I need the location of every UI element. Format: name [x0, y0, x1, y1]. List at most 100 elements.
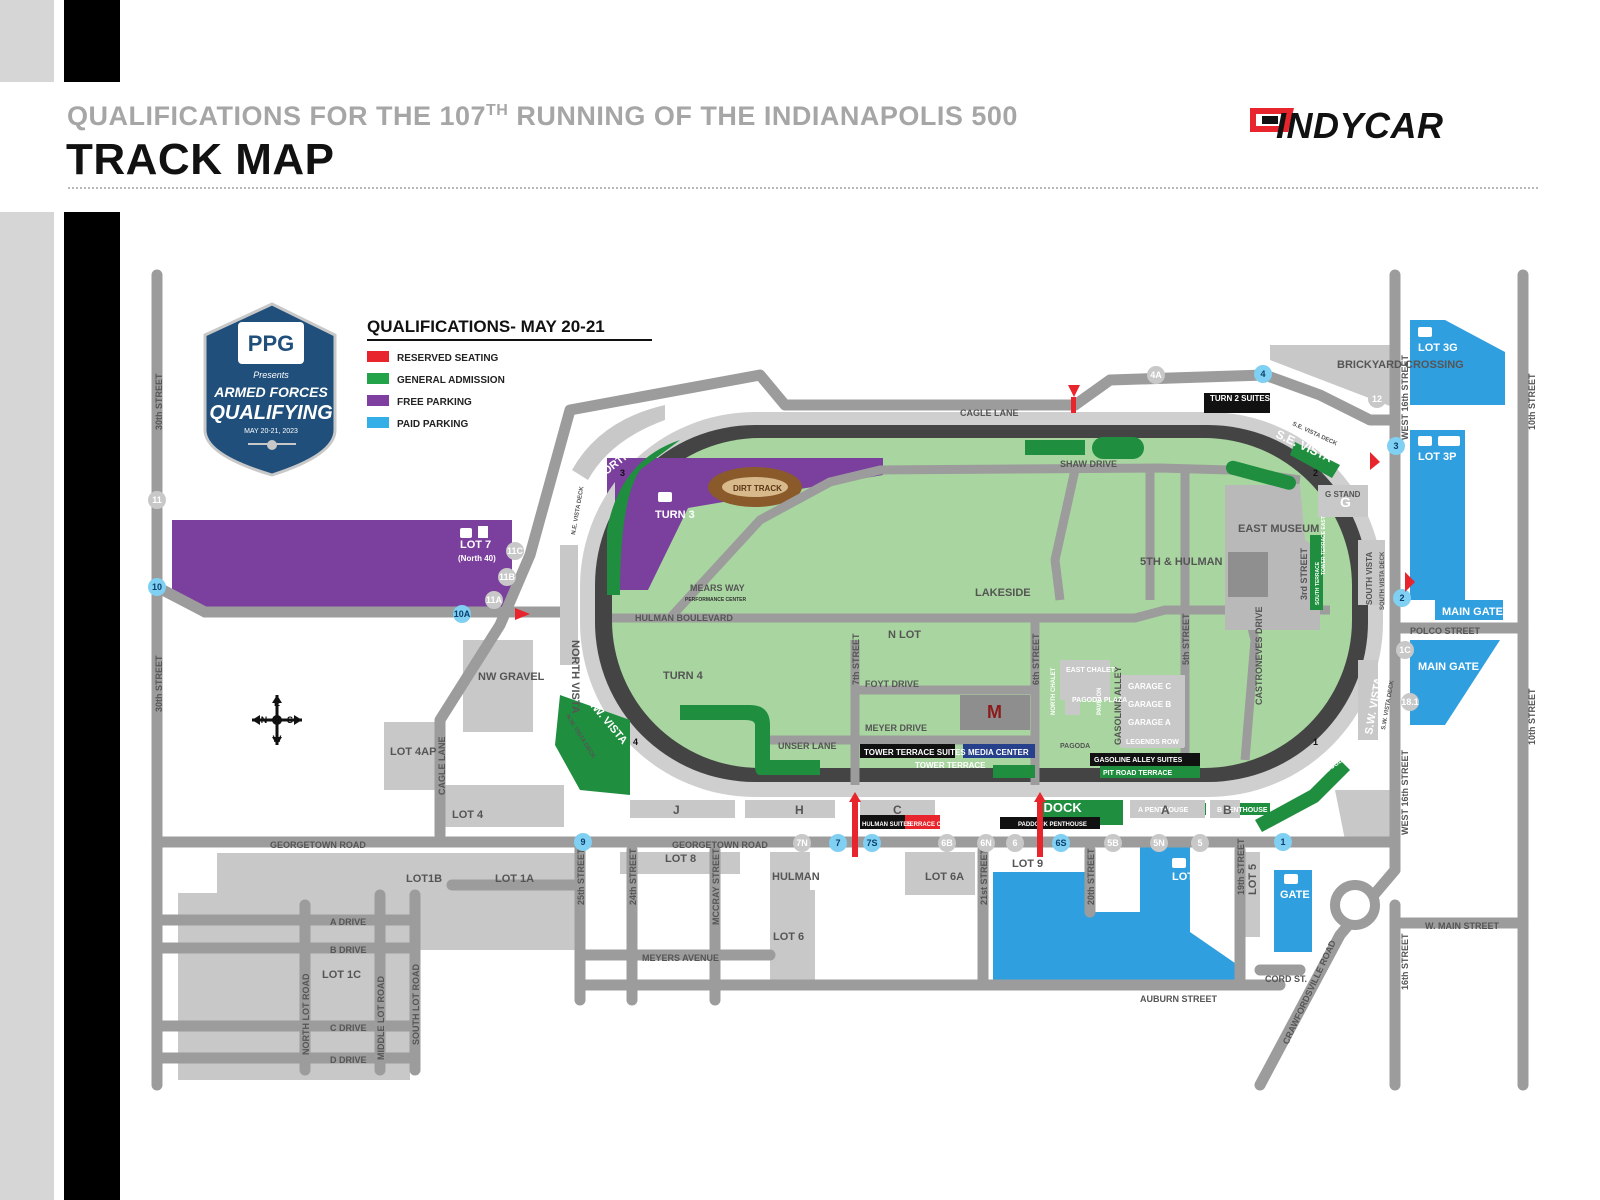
stand-j-label: J [673, 803, 680, 817]
suite-boxes [860, 393, 1270, 829]
north-lot-road-label: NORTH LOT ROAD [301, 973, 311, 1055]
gate-markers: 1 2 3 4 4A 5 5N 5B 6 6N 6B 6S 7 7S 7N 9 … [148, 365, 1419, 852]
accessible-icon [478, 526, 488, 538]
castroneves-drive-label: CASTRONEVES DRIVE [1254, 606, 1264, 705]
gate-4: 4 [1254, 365, 1272, 383]
lot-6a-label: LOT 6A [925, 871, 964, 883]
hulman-suites-box [860, 815, 905, 829]
turn-3-lot-infield [615, 458, 883, 590]
east-chalet-label: EAST CHALET [1066, 667, 1116, 674]
legends-row-label: LEGENDS ROW [1126, 739, 1179, 746]
stand-c-label: C [893, 803, 902, 817]
badge-dates: MAY 20-21, 2023 [244, 428, 298, 435]
georgetown-road-label: GEORGETOWN ROAD [270, 840, 366, 850]
georgetown-road-label-2: GEORGETOWN ROAD [672, 840, 768, 850]
stand-g-label: G [1340, 494, 1351, 510]
turn-4-number: 4 [633, 737, 638, 747]
gate-6n: 6N [977, 834, 995, 852]
entry-marker-3 [1370, 452, 1380, 470]
gate-7n: 7N [793, 834, 811, 852]
svg-text:3: 3 [1393, 441, 1398, 451]
compass-e: E [274, 698, 280, 708]
car-icon [460, 528, 472, 538]
gate-4a: 4A [1147, 366, 1165, 384]
svg-text:10A: 10A [454, 609, 471, 619]
meyer-drive-label: MEYER DRIVE [865, 723, 927, 733]
lot-1b-label: LOT1B [406, 873, 442, 885]
header-divider [68, 187, 1538, 189]
svg-text:1: 1 [1280, 837, 1285, 847]
legend-title: QUALIFICATIONS- MAY 20-21 [367, 317, 605, 336]
road-lakeside [1050, 469, 1080, 601]
lot-6-label: LOT 6 [773, 931, 804, 943]
turn-3-number: 3 [620, 468, 625, 478]
gate-1-label: GATE 1 [1280, 889, 1319, 901]
cord-st-label: CORD ST. [1265, 974, 1307, 984]
svg-text:7: 7 [835, 838, 840, 848]
side-bar-gray [0, 212, 54, 1200]
cagle-lane-label: CAGLE LANE [960, 408, 1019, 418]
general-admission [555, 437, 1350, 832]
west-16th-label: WEST 16th STREET [1400, 354, 1410, 440]
lot-5-label: LOT 5 [1247, 864, 1259, 895]
roads [151, 269, 1529, 1091]
pagoda-plaza-label: PAGODA PLAZA [1072, 697, 1127, 704]
terrace-club-box [905, 815, 940, 829]
road-crawfordsville [1254, 864, 1401, 1091]
svg-text:11B: 11B [499, 572, 516, 582]
compass-s: S [287, 715, 293, 725]
lot-1c-label: LOT 1C [322, 969, 361, 981]
lot-6-area [770, 890, 815, 980]
legend-item-paid-parking: PAID PARKING [367, 417, 469, 430]
gate-10a: 10A [453, 605, 471, 623]
entry-marker-6 [1034, 792, 1046, 802]
sw-vista-stand [1358, 660, 1378, 740]
lot-7-sub-label: (North 40) [458, 554, 496, 563]
10th-street-label: 10th STREET [1527, 373, 1537, 430]
lot-4ap-area [384, 722, 444, 790]
hulman-lot-label: HULMAN [772, 871, 820, 883]
svg-text:12: 12 [1372, 394, 1382, 404]
indycar-logo-icon [1250, 108, 1294, 132]
main-gate-label-2: MAIN GATE [1418, 661, 1479, 673]
ga-tower-terrace [993, 765, 1035, 778]
svg-text:RESERVED SEATING: RESERVED SEATING [397, 353, 499, 364]
legend: QUALIFICATIONS- MAY 20-21 RESERVED SEATI… [367, 317, 652, 430]
gate-11a: 11A [485, 591, 503, 609]
lot-3g-label: LOT 3G [1418, 342, 1458, 354]
stand-j [630, 800, 735, 818]
stand-a [1130, 800, 1205, 818]
performance-center-label: PERFORMANCE CENTER [685, 597, 747, 603]
svg-text:4A: 4A [1150, 370, 1162, 380]
indycar-brand: INDYCAR [1276, 105, 1444, 146]
car-icon-lot3p [1418, 436, 1432, 446]
lot-1a-label: LOT 1A [495, 873, 534, 885]
svg-text:5N: 5N [1153, 838, 1165, 848]
badge-line2: QUALIFYING [209, 402, 332, 424]
24th-street-label: 24th STREET [628, 848, 638, 905]
paid-parking [993, 320, 1505, 985]
gate-7s: 7S [863, 834, 881, 852]
gate-area [1335, 790, 1395, 840]
terrace-club-label: TERRACE CLUB [906, 822, 954, 828]
side-bar-black-top [64, 0, 120, 82]
svg-text:6S: 6S [1055, 838, 1066, 848]
polco-street-label: POLCO STREET [1410, 626, 1481, 636]
armed-forces-qualifying-badge: PPG Presents ARMED FORCES QUALIFYING MAY… [203, 302, 337, 477]
svg-text:2: 2 [1399, 593, 1404, 603]
museum-m-block [960, 695, 1030, 730]
northeast-vista-stand [572, 405, 665, 480]
gate-7: 7 [829, 834, 847, 852]
main-gate-lot-2 [1410, 640, 1500, 725]
20th-street-label: 20th STREET [1086, 848, 1096, 905]
gate-12: 12 [1368, 390, 1386, 408]
turn-2-number: 2 [1313, 468, 1318, 478]
gasoline-alley-label: GASOLINE ALLEY [1113, 666, 1123, 745]
gate-11c: 11C [506, 542, 524, 560]
stand-a-label: A [1161, 803, 1170, 817]
g-stand-label: G STAND [1325, 490, 1361, 499]
media-center-box [963, 744, 1035, 758]
museum-building [1228, 552, 1268, 597]
ppg-text: PPG [248, 331, 294, 356]
ga-backstretch-2 [1092, 437, 1144, 459]
